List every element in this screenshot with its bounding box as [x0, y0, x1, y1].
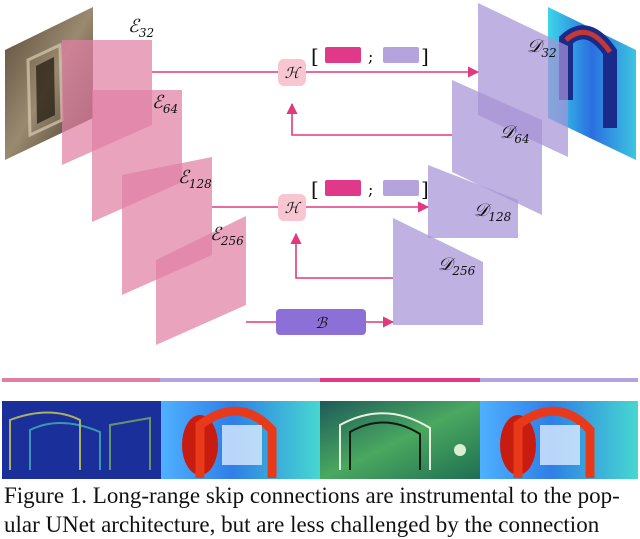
- decoder-label-32: 𝒟32: [527, 36, 557, 60]
- rule-decoder-left: [160, 378, 320, 382]
- h-block-128: [278, 194, 306, 221]
- bottleneck-block: [276, 309, 366, 335]
- rule-skip: [320, 378, 480, 382]
- concat-decoder-swatch-32: [383, 47, 419, 63]
- h-block-128-label: ℋ: [285, 199, 302, 217]
- rule-encoder: [2, 378, 160, 382]
- decoder-label-64: 𝒟64: [500, 122, 530, 146]
- figure-caption: Figure 1. Long-range skip connections ar…: [4, 481, 640, 539]
- concat-indicator-128: [ ; ]: [311, 177, 429, 201]
- concat-indicator-32: [ ; ]: [311, 44, 429, 68]
- encoder-label-256: ℰ256: [210, 224, 244, 248]
- decoder-slab-64: [452, 80, 542, 215]
- concat-open-128: [: [311, 177, 319, 201]
- caption-line-2: ular UNet architecture, but are less cha…: [4, 512, 600, 537]
- concat-close-32: ]: [421, 44, 429, 68]
- concat-decoder-swatch-128: [383, 180, 419, 196]
- decoder-slab-256: [393, 218, 483, 325]
- encoder-label-32: ℰ32: [128, 16, 154, 40]
- decoder-label-256: 𝒟256: [438, 254, 476, 278]
- unet-architecture-figure: ℰ32 ℰ64 ℰ128 ℰ256 𝒟32 𝒟64 𝒟128 𝒟256 ℋ [ …: [2, 3, 638, 479]
- rule-decoder-right: [480, 378, 638, 382]
- feedback-arrow-32: [286, 102, 452, 136]
- output-depth-image: [548, 7, 636, 160]
- concat-sep-32: ;: [368, 47, 373, 66]
- feature-map-skip: [320, 401, 480, 479]
- feature-map-decoder-left: [161, 401, 320, 479]
- concat-encoder-swatch-128: [325, 180, 361, 196]
- concat-sep-128: ;: [368, 180, 373, 199]
- concat-close-128: ]: [421, 177, 429, 201]
- feedback-arrow-128: [290, 232, 393, 279]
- feature-map-encoder: [2, 401, 161, 479]
- encoder-slab-256: [156, 216, 246, 345]
- h-block-32: [278, 59, 306, 86]
- encoder-label-128: ℰ128: [178, 167, 212, 191]
- decoder-slab-128: [428, 165, 518, 238]
- bottleneck-label: ℬ: [315, 314, 328, 332]
- concat-encoder-swatch-32: [325, 47, 361, 63]
- decoder-label-128: 𝒟128: [474, 200, 512, 224]
- h-block-32-label: ℋ: [285, 64, 302, 82]
- encoder-label-64: ℰ64: [152, 92, 178, 116]
- caption-line-1: Figure 1. Long-range skip connections ar…: [4, 483, 620, 508]
- feature-map-decoder-right: [480, 401, 638, 479]
- concat-open-32: [: [311, 44, 319, 68]
